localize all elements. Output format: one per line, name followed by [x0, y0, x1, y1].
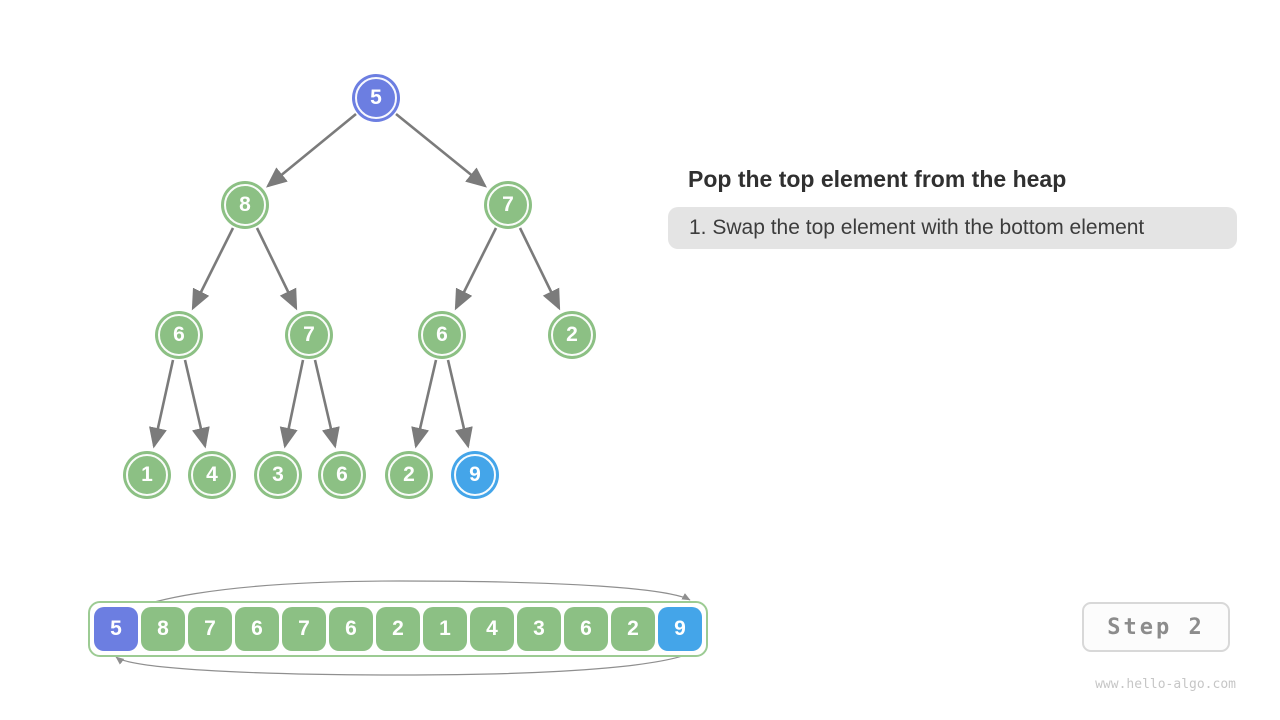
edge-arrow [411, 359, 438, 449]
array-cell: 1 [423, 607, 467, 651]
edge-arrow [454, 227, 498, 311]
edge-arrow [191, 227, 235, 311]
edge-arrow [279, 359, 305, 449]
tree-node-root: 5 [352, 74, 400, 122]
array-cell: 3 [517, 607, 561, 651]
tree-node: 7 [484, 181, 532, 229]
tree-node-swapped: 9 [451, 451, 499, 499]
tree-node: 8 [221, 181, 269, 229]
array-cell: 5 [94, 607, 138, 651]
edge-arrow [518, 227, 561, 311]
array-cell: 2 [611, 607, 655, 651]
array-cell-swapped: 9 [658, 607, 702, 651]
array-cell: 6 [329, 607, 373, 651]
step-badge: Step 2 [1082, 602, 1230, 652]
array-cell: 8 [141, 607, 185, 651]
watermark: www.hello-algo.com [1095, 677, 1236, 692]
step-note: 1. Swap the top element with the bottom … [668, 207, 1237, 249]
tree-node: 3 [254, 451, 302, 499]
edge-arrow [149, 359, 175, 449]
array-cell: 4 [470, 607, 514, 651]
tree-node: 4 [188, 451, 236, 499]
tree-node: 7 [285, 311, 333, 359]
tree-node: 2 [385, 451, 433, 499]
array-cell: 7 [188, 607, 232, 651]
array-cell: 6 [235, 607, 279, 651]
tree-node: 6 [155, 311, 203, 359]
array-cell: 2 [376, 607, 420, 651]
heap-array: 5 8 7 6 7 6 2 1 4 3 6 2 9 [88, 601, 708, 657]
edge-arrow [183, 359, 210, 449]
edge-arrow [313, 359, 340, 449]
tree-edges [149, 112, 561, 449]
page-title: Pop the top element from the heap [688, 166, 1067, 192]
edge-arrow [395, 112, 488, 188]
tree-node: 1 [123, 451, 171, 499]
tree-node: 6 [418, 311, 466, 359]
array-cell: 7 [282, 607, 326, 651]
tree-node: 2 [548, 311, 596, 359]
edge-arrow [446, 359, 473, 449]
edge-arrow [255, 227, 298, 311]
tree-node: 6 [318, 451, 366, 499]
edge-arrow [265, 112, 357, 188]
array-cell: 6 [564, 607, 608, 651]
